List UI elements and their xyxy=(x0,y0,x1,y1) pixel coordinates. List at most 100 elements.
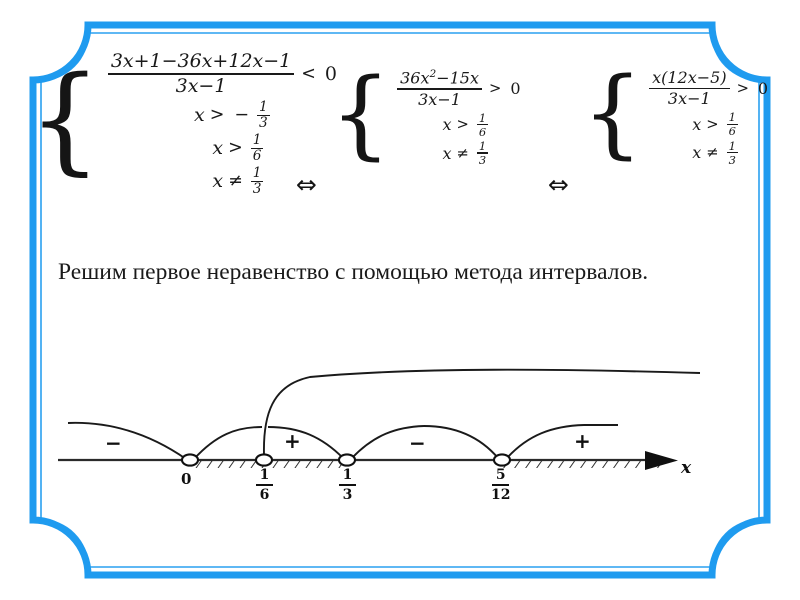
fraction-rhs: 1 3 xyxy=(476,138,489,166)
lhs: x xyxy=(692,114,702,134)
fraction-rhs: 1 3 xyxy=(257,100,270,131)
numerator: 3x+1−36x+12x−1 xyxy=(110,50,292,72)
system-1-line-4: x ≠ 1 3 xyxy=(212,165,264,198)
root-marker-1-6 xyxy=(254,453,274,467)
shaded-interval-2 xyxy=(502,461,660,468)
numerator-tail: −15x xyxy=(436,68,479,88)
denominator: 6 xyxy=(728,124,736,139)
fraction-bar xyxy=(256,484,273,486)
curve-seg-pos-left xyxy=(193,426,263,460)
lhs: x xyxy=(692,143,702,163)
denominator: 6 xyxy=(478,124,487,139)
system-2-line-1: 36x2−15x 3x−1 > 0 xyxy=(395,68,524,109)
lhs: x xyxy=(212,170,224,193)
fraction-bar xyxy=(649,87,730,90)
fraction-3: x(12x−5) 3x−1 xyxy=(649,68,730,109)
sign-label-2: + xyxy=(284,429,301,453)
system-3-line-1: x(12x−5) 3x−1 > 0 xyxy=(647,69,772,108)
numerator: 1 xyxy=(728,138,736,153)
fraction-bar xyxy=(726,152,738,154)
root-markers xyxy=(180,453,512,467)
system-2-lines: 36x2−15x 3x−1 > 0 x > 1 6 xyxy=(395,68,524,167)
fraction-2: 36x2−15x 3x−1 xyxy=(397,68,482,109)
system-2-line-3: x ≠ 1 3 xyxy=(442,140,489,166)
root-label-1-6: 1 6 xyxy=(256,467,273,503)
relation: > xyxy=(736,80,749,98)
fraction-bar xyxy=(257,114,270,116)
system-3: { x(12x−5) 3x−1 > 0 x > 1 xyxy=(582,65,772,167)
rhs: 0 xyxy=(510,79,521,99)
curve-seg-pos-right xyxy=(267,426,344,459)
numerator-exponent: 2 xyxy=(429,68,437,80)
relation: > xyxy=(228,138,243,159)
numerator: 1 xyxy=(478,110,487,125)
axis-label-x: x xyxy=(681,458,692,478)
denominator: 6 xyxy=(259,486,270,503)
formula-band: { 3x+1−36x+12x−1 3x−1 < 0 x > − 1 xyxy=(0,42,800,232)
axis-arrowhead xyxy=(645,451,678,470)
fraction-rhs: 1 3 xyxy=(726,138,738,166)
numerator: 1 xyxy=(259,98,268,115)
equivalence-symbol-2: ⇔ xyxy=(548,170,569,199)
denominator: 6 xyxy=(252,148,262,165)
numerator: 36x2−15x xyxy=(397,68,482,88)
relation: > xyxy=(706,115,719,133)
fraction-1: 3x+1−36x+12x−1 3x−1 xyxy=(107,50,295,97)
numerator: 1 xyxy=(478,138,487,153)
denominator: 3x−1 xyxy=(667,89,711,109)
fraction-bar xyxy=(476,152,489,154)
denominator: 12 xyxy=(491,486,511,503)
lhs: x xyxy=(442,143,452,163)
fraction-rhs: 1 6 xyxy=(250,131,264,165)
fraction-rhs: 1 3 xyxy=(250,165,264,198)
numerator: 1 xyxy=(259,467,270,483)
relation: ≠ xyxy=(456,144,469,162)
curve-seg-neg-2-left xyxy=(351,425,425,459)
relation: ≠ xyxy=(228,171,243,192)
relation: > xyxy=(456,116,469,134)
denominator: 3 xyxy=(252,181,262,198)
numerator: 5 xyxy=(495,467,506,483)
relation: ≠ xyxy=(706,144,719,162)
relation: < xyxy=(301,63,316,84)
numerator: 1 xyxy=(252,131,262,148)
system-3-line-2: x > 1 6 xyxy=(692,111,739,139)
system-2: { 36x2−15x 3x−1 > 0 x > 1 xyxy=(330,66,525,167)
root-label-0: 0 xyxy=(181,470,192,488)
minus-sign: − xyxy=(234,105,250,126)
sign-label-3: − xyxy=(409,431,426,455)
numerator-base: 36x xyxy=(400,68,430,88)
explanation-text: Решим первое неравенство с помощью метод… xyxy=(58,259,649,285)
root-marker-0 xyxy=(180,453,200,467)
equivalence-symbol-1: ⇔ xyxy=(296,170,317,199)
number-line-figure: − + − + 0 1 6 1 3 5 12 x xyxy=(0,355,800,535)
fraction-bar xyxy=(726,123,738,125)
fraction-bar xyxy=(250,180,264,182)
system-3-line-3: x ≠ 1 3 xyxy=(692,138,739,166)
system-1-line-3: x > 1 6 xyxy=(212,131,264,165)
lhs: x xyxy=(442,115,452,135)
numerator: x(12x−5) xyxy=(652,68,727,87)
system-1-line-1: 3x+1−36x+12x−1 3x−1 < 0 xyxy=(106,50,341,97)
rhs: 0 xyxy=(324,62,337,85)
fraction-bar xyxy=(492,484,510,486)
lhs: x xyxy=(194,104,205,127)
relation: > xyxy=(488,80,502,98)
sign-curve xyxy=(67,368,701,460)
sign-label-4: + xyxy=(574,429,591,453)
denominator: 3x−1 xyxy=(175,74,227,97)
denominator: 3x−1 xyxy=(418,89,461,109)
fraction-bar xyxy=(339,484,356,486)
system-1: { 3x+1−36x+12x−1 3x−1 < 0 x > − 1 xyxy=(28,50,341,198)
denominator: 3 xyxy=(342,486,353,503)
fraction-rhs: 1 6 xyxy=(476,110,489,139)
curve-seg-neg-1 xyxy=(67,421,187,460)
system-1-lines: 3x+1−36x+12x−1 3x−1 < 0 x > − 1 3 xyxy=(106,50,341,198)
system-2-line-2: x > 1 6 xyxy=(442,110,489,139)
fraction-bar xyxy=(476,124,489,126)
number-line-svg xyxy=(58,368,701,470)
root-marker-5-12 xyxy=(492,453,512,467)
root-label-5-12: 5 12 xyxy=(491,467,510,503)
lhs: x xyxy=(212,137,224,160)
